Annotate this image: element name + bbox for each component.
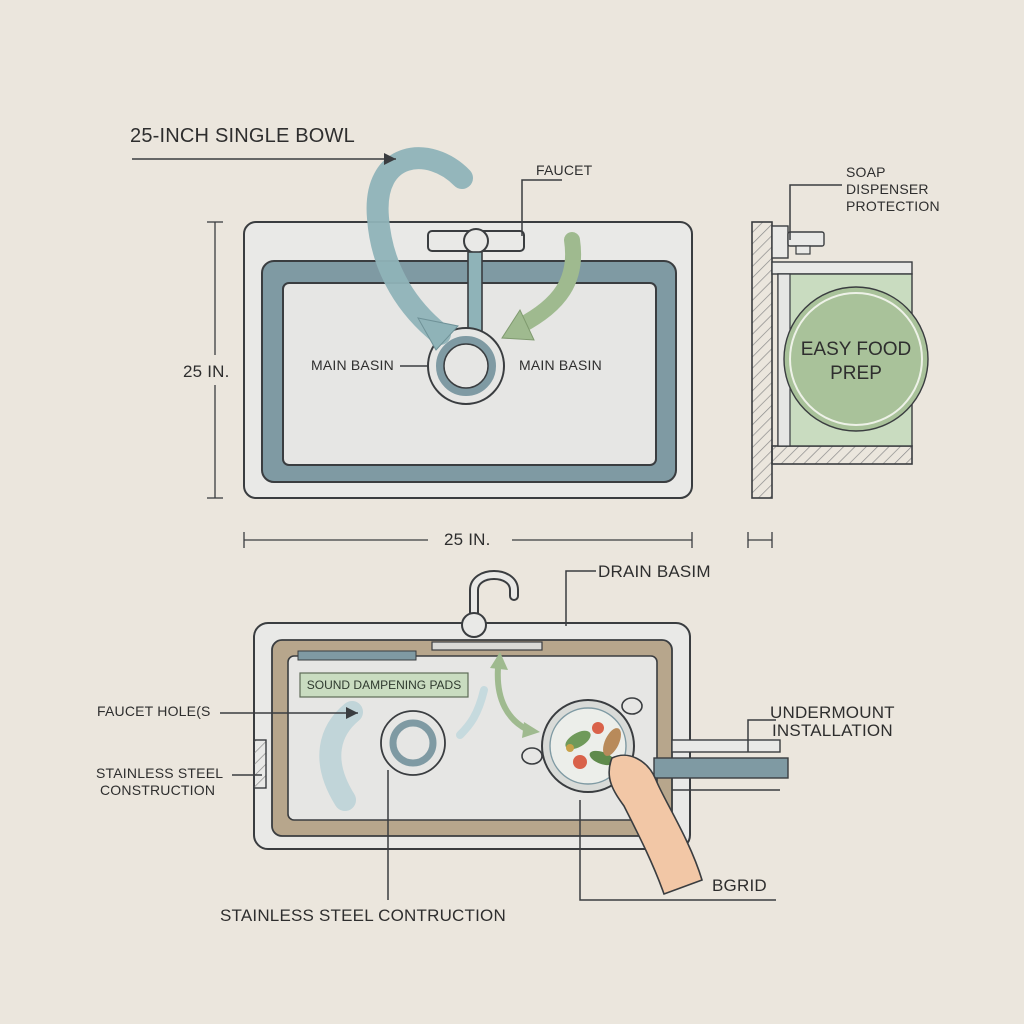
undermount-label: UNDERMOUNT	[770, 703, 895, 722]
faucet-holes-label: FAUCET HOLE(S	[97, 703, 211, 719]
sound-pads-label: SOUND DAMPENING PADS	[306, 678, 462, 692]
hand-illustration	[608, 754, 703, 896]
easy-food-prep-badge	[783, 286, 929, 432]
flow-arrow-green	[512, 232, 582, 334]
main-basin-label-left: MAIN BASIN	[311, 357, 394, 373]
height-dimension-label: 25 IN.	[183, 362, 230, 381]
easy-food-prep-label: EASY FOOD PREP	[800, 339, 912, 384]
bgrid-label: BGRID	[712, 876, 767, 895]
main-basin-label-right: MAIN BASIN	[519, 357, 602, 373]
drain-basin-label: DRAIN BASIM	[598, 562, 711, 581]
protection-label: PROTECTION	[846, 198, 940, 214]
sound-pads-box	[299, 672, 469, 698]
soap-label: SOAP	[846, 164, 886, 180]
top-sink-view	[243, 147, 693, 499]
dispenser-label: DISPENSER	[846, 181, 929, 197]
stainless-steel-label: STAINLESS STEEL	[96, 765, 224, 781]
flow-arrow-teal	[366, 147, 473, 345]
construction-label: CONSTRUCTION	[100, 782, 216, 798]
installation-label: INSTALLATION	[772, 721, 893, 740]
bottom-sink-view	[253, 570, 789, 896]
stainless-bottom-label: STAINLESS STEEL CONTRUCTION	[220, 906, 506, 925]
faucet-label: FAUCET	[536, 162, 593, 178]
width-dimension-label: 25 IN.	[444, 530, 491, 549]
side-section-view	[751, 221, 929, 499]
title-label: 25-INCH SINGLE BOWL	[130, 125, 355, 147]
